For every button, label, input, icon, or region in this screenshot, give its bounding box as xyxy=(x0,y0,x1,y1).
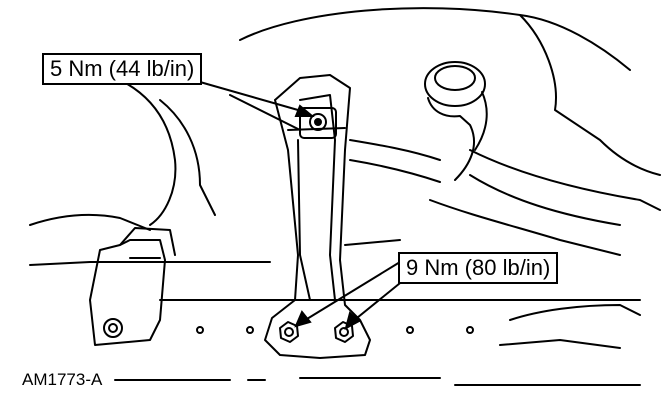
upper-bolt-boss xyxy=(299,107,337,139)
torque-callout-upper-text: 5 Nm (44 lb/in) xyxy=(50,56,195,81)
mount-bracket-outline xyxy=(264,74,371,359)
engine-right-lower xyxy=(429,199,621,256)
arrowhead-upper xyxy=(294,104,315,117)
arrowhead-lower-left xyxy=(294,310,312,328)
torque-callout-lower-text: 9 Nm (80 lb/in) xyxy=(406,255,551,280)
lower-bolt-right xyxy=(334,321,354,343)
leader-upper xyxy=(199,81,306,113)
upper-bolt xyxy=(309,113,327,131)
left-bracket xyxy=(89,239,166,346)
engine-contour-upper xyxy=(239,7,631,71)
hose xyxy=(349,139,441,161)
lower-bolt-left xyxy=(279,321,299,343)
figure-id: AM1773-A xyxy=(22,370,103,389)
mount-bracket-inner xyxy=(299,94,336,301)
torque-callout-upper: 5 Nm (44 lb/in) xyxy=(42,53,203,85)
engine-edge-rail xyxy=(29,261,271,266)
leader-lower-left xyxy=(301,261,401,323)
left-bracket-bolt xyxy=(103,318,123,338)
engine-right-body-2 xyxy=(469,174,621,226)
engine-edge-rail-right xyxy=(344,239,401,246)
filler-neck xyxy=(427,97,475,181)
engine-contour-left-2 xyxy=(159,99,216,216)
engine-contour-mid xyxy=(229,94,301,131)
engine-right-wave xyxy=(509,304,641,321)
figure-baseline xyxy=(114,377,641,386)
engine-right-body xyxy=(469,149,661,211)
engine-contour-upper-right xyxy=(519,14,661,176)
engine-edge-left xyxy=(29,213,151,231)
torque-callout-lower: 9 Nm (80 lb/in) xyxy=(398,252,559,284)
arrowhead-lower-right xyxy=(344,311,361,330)
engine-contour-left xyxy=(119,79,177,226)
filler-cap xyxy=(424,61,486,107)
engine-right-wave-2 xyxy=(499,339,621,349)
